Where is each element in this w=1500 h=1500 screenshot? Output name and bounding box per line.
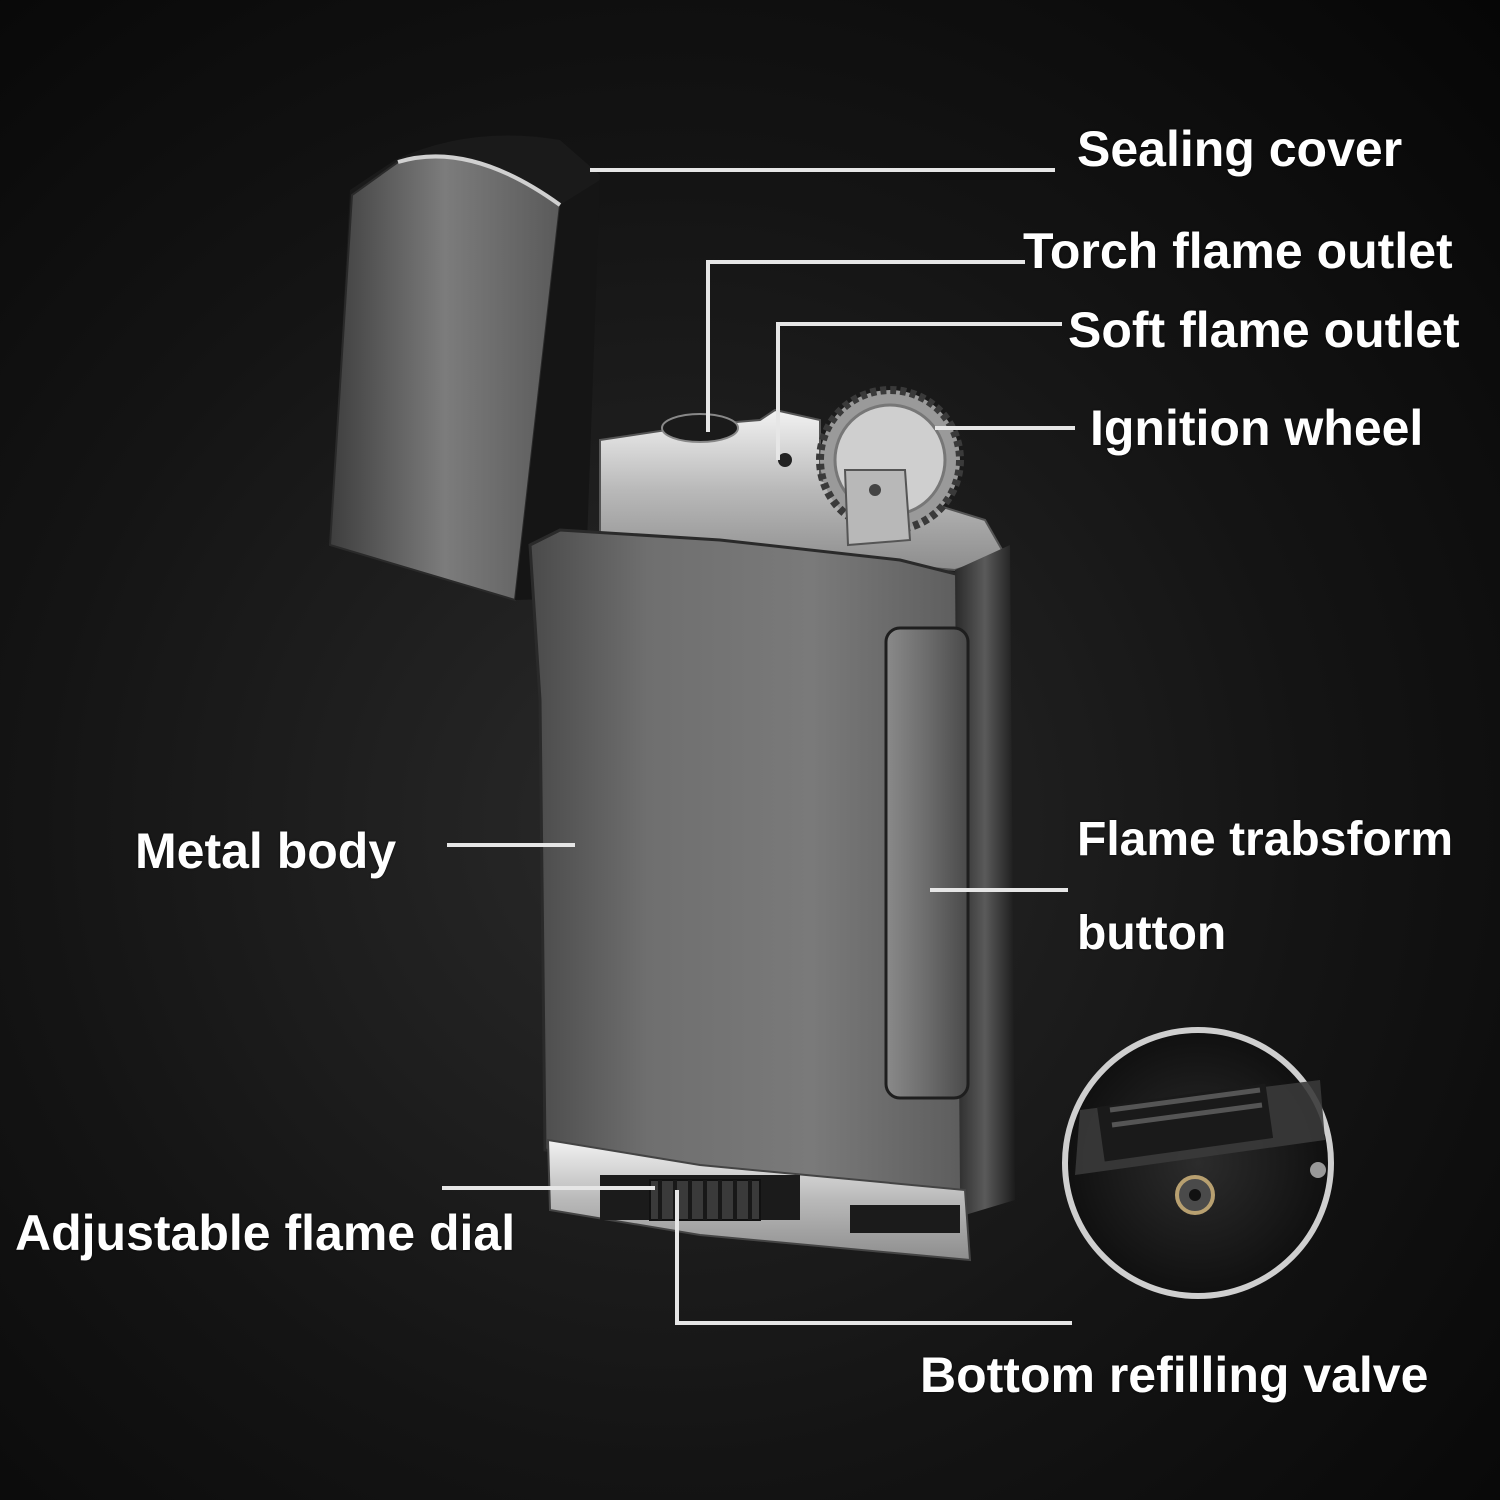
sealing-cover-shape (328, 135, 600, 602)
label-sealing-cover: Sealing cover (1077, 121, 1403, 177)
soft-flame-outlet-hole (778, 453, 792, 467)
adjustable-flame-dial-shape (649, 1179, 761, 1221)
label-bottom-refilling-valve: Bottom refilling valve (920, 1347, 1429, 1403)
refilling-valve-inset (1062, 1027, 1334, 1299)
flame-transform-button-shape (884, 626, 970, 1100)
bottom-refilling-valve-leader (675, 1190, 1072, 1325)
bottom-base-shape (546, 1138, 972, 1262)
ignition-wheel-shape (816, 386, 964, 547)
label-torch-flame-outlet: Torch flame outlet (1023, 223, 1453, 279)
torch-flame-outlet-leader (706, 260, 1025, 432)
label-adjustable-flame-dial: Adjustable flame dial (15, 1205, 516, 1261)
label-metal-body: Metal body (135, 823, 397, 879)
label-flame-transform-line2: button (1077, 907, 1227, 960)
torch-flame-outlet-hole (661, 413, 739, 443)
label-flame-transform-line1: Flame trabsform (1077, 813, 1454, 866)
label-ignition-wheel: Ignition wheel (1090, 400, 1424, 456)
leader-lines (442, 168, 1075, 1325)
metal-body-shape (528, 528, 1015, 1215)
label-soft-flame-outlet: Soft flame outlet (1068, 302, 1460, 358)
soft-flame-outlet-leader (776, 322, 1062, 460)
